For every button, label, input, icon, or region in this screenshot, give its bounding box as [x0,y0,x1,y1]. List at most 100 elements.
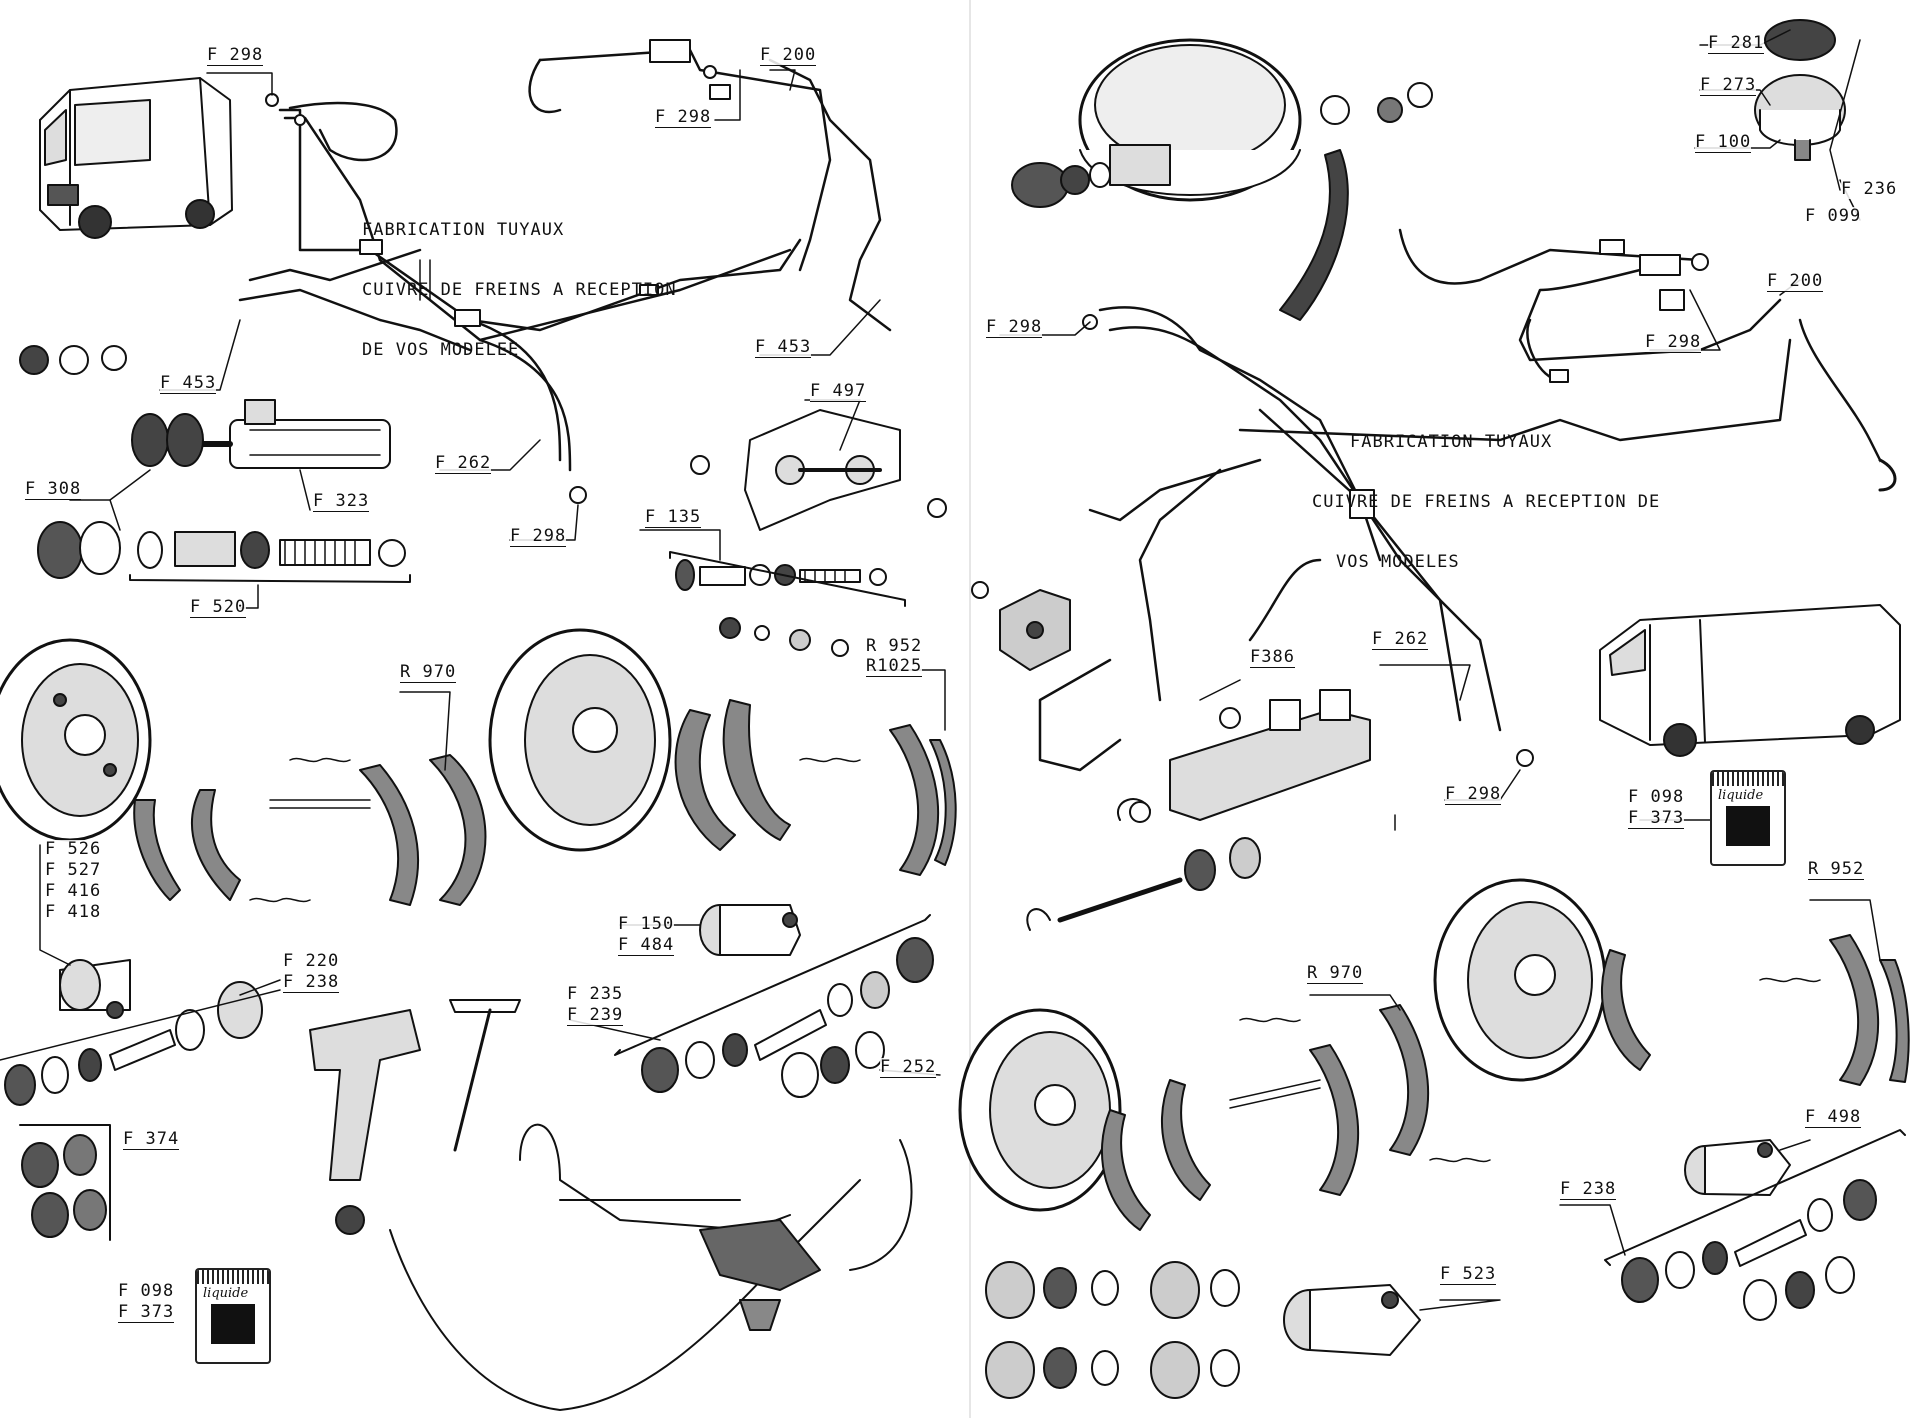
brake-caliper-left [690,409,947,531]
callout-f281: F 281 [1708,33,1765,54]
callout-f100: F 100 [1695,132,1752,153]
callout-f273: F 273 [1700,75,1757,96]
callout-f238-b: F 238 [1560,1179,1617,1200]
callout-f098-a: F 098 [118,1281,175,1301]
master-cylinder-right [1026,689,1371,931]
can-brand-right: liquide [1718,788,1764,803]
bracket-f238-right [1604,1129,1906,1266]
brake-pipes-right [1038,228,1892,772]
wheel-cylinder-right-f498 [1684,1139,1791,1196]
callout-f497: F 497 [810,381,867,402]
callout-f262-a: F 262 [435,453,492,474]
callout-r952-a: R 952 [866,636,923,656]
note-right-line-3: VOS MODELES [1336,552,1460,572]
callout-f298-b: F 298 [655,107,712,128]
proportioning-valve [971,581,1071,671]
callout-f523: F 523 [1440,1264,1497,1285]
callout-f298-d: F 298 [986,317,1043,338]
handbrake-bracket [699,1219,821,1331]
wheel-cylinder-center [699,904,801,956]
bracket-f220 [0,989,281,1061]
brake-fluid-can-right: liquide [1710,770,1786,866]
handbrake-cables [389,1123,913,1411]
springs-right-2 [1229,1017,1491,1163]
brake-drum-backplate-left-2 [488,628,672,852]
bracket-f374 [19,1124,111,1241]
wheel-cylinder-left [59,959,131,1019]
callout-f527: F 527 [45,860,102,880]
spring-center [799,757,861,763]
pipe-fittings-left [265,39,731,504]
brake-drum-backplate-left-1 [0,638,152,842]
van-illustration-left [39,77,233,239]
callout-f373-b: F 373 [1628,808,1685,829]
seal-grid-bottom-right [985,1261,1240,1399]
note-left-line-1: FABRICATION TUYAUX [362,220,565,240]
seal-kit-left [19,345,406,579]
wheel-cylinder-kit-f238-right [1621,1179,1877,1321]
callout-r970-b: R 970 [1307,963,1364,984]
callout-f200-a: F 200 [760,45,817,66]
callout-f239: F 239 [567,1005,624,1026]
van-illustration-right [1599,604,1901,757]
callout-f220: F 220 [283,951,340,971]
callout-f099: F 099 [1805,206,1862,226]
callout-f373-a: F 373 [118,1302,175,1323]
wheel-cylinder-kit-f220 [4,981,263,1106]
callout-f453-a: F 453 [160,373,217,394]
brake-drum-backplate-right-1 [1433,878,1607,1082]
callout-f416: F 416 [45,881,102,901]
brake-shoes-right-1 [1601,934,1910,1086]
callout-f484: F 484 [618,935,675,956]
can-label-left [211,1304,255,1344]
callout-f200-b: F 200 [1767,271,1824,292]
can-cap-right [1712,772,1784,786]
callout-f374: F 374 [123,1129,180,1150]
callout-f308: F 308 [25,479,82,500]
callout-f323: F 323 [313,491,370,512]
callout-f298-c: F 298 [510,526,567,547]
callout-f418: F 418 [45,902,102,922]
callout-f235: F 235 [567,984,624,1004]
brake-fluid-can-left: liquide [195,1268,271,1364]
callout-f135: F 135 [645,507,702,528]
callout-f298-e: F 298 [1645,332,1702,353]
brake-shoes-left-1 [133,754,487,906]
note-right-line-2: CUIVRE DE FREINS A RECEPTION DE [1312,492,1661,512]
spring-right-1 [1759,977,1821,983]
callout-f526: F 526 [45,839,102,859]
callout-r970-a: R 970 [400,662,457,683]
can-brand-left: liquide [203,1286,249,1301]
bracket-f135 [669,551,906,607]
master-cylinder-left [131,399,391,469]
wheel-cylinder-kit-f235 [641,937,934,1098]
note-left: FABRICATION TUYAUX CUIVRE DE FREINS A RE… [362,180,677,380]
callout-f236: F 236 [1841,179,1898,199]
callout-f238-a: F 238 [283,972,340,993]
callout-f520: F 520 [190,597,247,618]
brake-shoes-left-2 [674,699,957,876]
callout-f098-b: F 098 [1628,787,1685,807]
note-left-line-3: DE VOS MODELEE [362,340,520,360]
seal-set-f374 [21,1134,107,1238]
callout-f150: F 150 [618,914,675,934]
callout-f262-b: F 262 [1372,629,1429,650]
handbrake-assembly [309,999,521,1235]
note-right: FABRICATION TUYAUX CUIVRE DE FREINS A RE… [1312,392,1660,592]
note-left-line-2: CUIVRE DE FREINS A RECEPTION [362,280,677,300]
can-label-right [1726,806,1770,846]
callout-f453-b: F 453 [755,337,812,358]
callout-r1025: R1025 [866,656,923,677]
wheel-cylinder-right-f523 [1283,1284,1421,1356]
bracket-f520 [129,574,411,583]
callout-f252: F 252 [880,1057,937,1078]
callout-f298-f: F 298 [1445,784,1502,805]
brake-drum-backplate-right-2 [958,1008,1122,1212]
brake-shoes-right-2 [1101,1004,1430,1231]
bracket-f235 [614,914,931,1056]
springs-left-1 [249,757,371,903]
callout-f298-a: F 298 [207,45,264,66]
brake-fluid-reservoir [1754,19,1846,161]
